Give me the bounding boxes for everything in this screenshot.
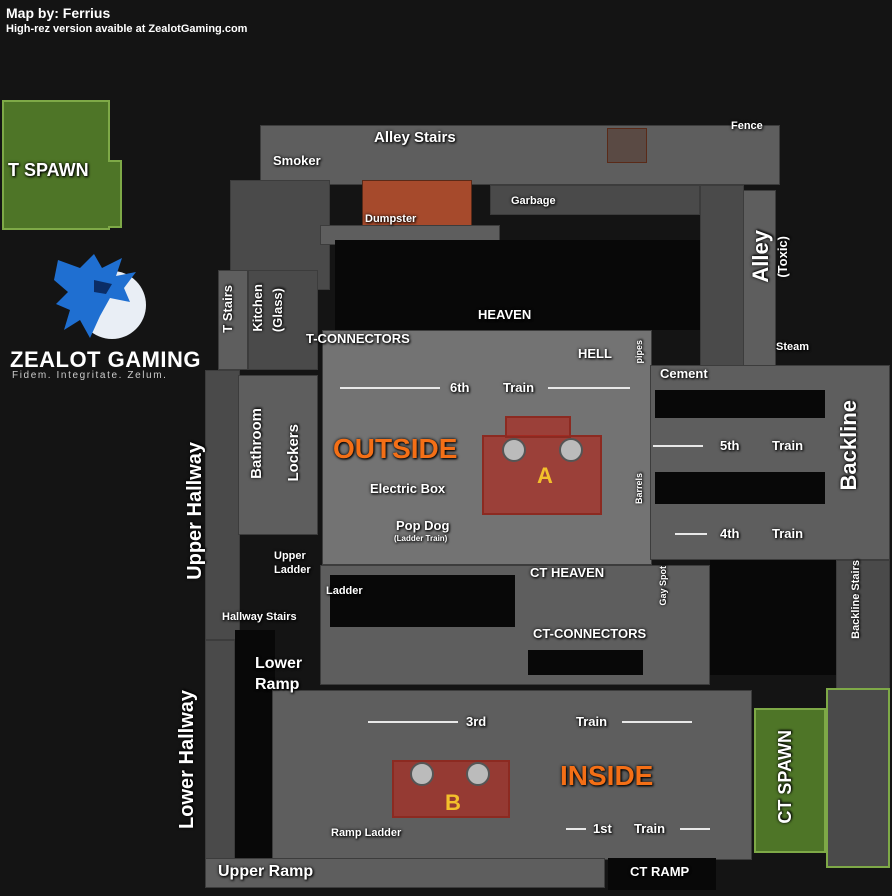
backline-label: Backline [836, 400, 861, 491]
train-5th-label: 5th [720, 438, 740, 453]
rail-line [680, 828, 710, 830]
rail-line [675, 533, 707, 535]
t-spawn-label: T SPAWN [8, 160, 89, 180]
rail-line [548, 387, 630, 389]
ct-spawn-extension [826, 688, 890, 868]
fence-label: Fence [731, 120, 763, 132]
kitchen-label: Kitchen [250, 284, 265, 332]
outside-label: OUTSIDE [333, 433, 458, 464]
t-connectors-label: T-CONNECTORS [306, 331, 410, 346]
site-a-letter: A [537, 463, 553, 488]
upper-hallway-column [205, 370, 240, 640]
train-5th-car [655, 472, 825, 504]
heaven-label: HEAVEN [478, 307, 532, 322]
cement-label: Cement [660, 366, 708, 381]
kitchen-area [248, 270, 318, 370]
electric-box-label: Electric Box [370, 481, 446, 496]
ladder-train-label: (Ladder Train) [394, 534, 448, 543]
brand-name: ZEALOT GAMING [10, 347, 202, 372]
lower-ramp-label-2: Ramp [255, 676, 300, 693]
ct-heaven-label: CT HEAVEN [530, 565, 605, 580]
bombsite-a-top [505, 416, 571, 438]
inside-area [272, 690, 752, 860]
ct-ramp-void [608, 858, 716, 890]
lower-ramp-label-1: Lower [255, 655, 303, 672]
ladder-label: Ladder [326, 585, 363, 597]
alley-stairs-label: Alley Stairs [374, 129, 456, 146]
upper-ramp-label: Upper Ramp [218, 863, 314, 880]
lower-hallway-column [205, 640, 235, 885]
pop-dog-label: Pop Dog [396, 518, 450, 533]
train-5th-word: Train [772, 438, 804, 453]
upper-ladder-label-1: Upper [274, 550, 306, 562]
train-4th-label: 4th [720, 526, 740, 541]
tank-icon [410, 762, 434, 786]
pipes-label: pipes [634, 340, 644, 364]
ct-spawn-zone [754, 708, 826, 853]
bathroom-label: Bathroom [248, 408, 265, 479]
train-6th-car [655, 390, 825, 418]
ct-heaven-void [330, 575, 515, 627]
lockers-label: Lockers [285, 424, 302, 482]
inside-label: INSIDE [560, 760, 654, 791]
glass-label: (Glass) [270, 288, 285, 333]
upper-ramp-area [205, 858, 605, 888]
train-3rd-word: Train [576, 714, 608, 729]
t-spawn-zone [2, 100, 110, 230]
dumpster-crate [362, 180, 472, 232]
train-6th-word: Train [503, 380, 535, 395]
hallway-stairs-label: Hallway Stairs [222, 611, 297, 623]
train-6th-label: 6th [450, 380, 470, 395]
dumpster-label: Dumpster [365, 213, 417, 225]
upper-hallway-label: Upper Hallway [184, 442, 206, 580]
brand-motto: Fidem. Integritate. Zelum. [12, 370, 168, 381]
rail-line [653, 445, 703, 447]
tank-icon [502, 438, 526, 462]
smoker-label: Smoker [273, 153, 321, 168]
rail-line [566, 828, 586, 830]
t-stairs-column [218, 270, 248, 370]
ct-spawn-label: CT SPAWN [775, 730, 795, 824]
site-b-letter: B [445, 790, 461, 815]
garbage-area [490, 185, 700, 215]
ct-ramp-label: CT RAMP [630, 864, 690, 879]
toxic-label: (Toxic) [775, 236, 790, 278]
train-3rd-label: 3rd [466, 714, 487, 729]
garbage-label: Garbage [511, 195, 556, 207]
fence-container [607, 128, 647, 163]
rail-line [622, 721, 692, 723]
ramp-ladder-label: Ramp Ladder [331, 827, 402, 839]
backline-stairs-label: Backline Stairs [850, 560, 862, 639]
rail-line [368, 721, 458, 723]
tank-icon [559, 438, 583, 462]
hell-label: HELL [578, 346, 612, 361]
t-stairs-label: T Stairs [220, 285, 235, 333]
ct-connectors-label: CT-CONNECTORS [533, 626, 647, 641]
tank-icon [466, 762, 490, 786]
backline-void [710, 560, 836, 675]
map-credit: Map by: Ferrius [6, 5, 111, 21]
bathroom-lockers-area [238, 375, 318, 535]
rail-line [340, 387, 440, 389]
alley-wall [700, 185, 744, 370]
wolf-head-logo-icon [50, 250, 150, 345]
upper-ladder-label-2: Ladder [274, 564, 311, 576]
ct-connectors-box [528, 650, 643, 675]
barrels-label: Barrels [634, 473, 644, 505]
alley-label: Alley [748, 230, 773, 283]
heaven-void [335, 240, 700, 330]
gay-spot-label: Gay Spot [658, 566, 668, 606]
train-1st-label: 1st [593, 821, 612, 836]
lower-hallway-label: Lower Hallway [176, 690, 198, 829]
train-4th-word: Train [772, 526, 804, 541]
lower-ramp-void [235, 630, 275, 870]
t-spawn-extension [108, 160, 122, 228]
backline-stairs-area [836, 560, 890, 690]
hires-note: High-rez version avaible at ZealotGaming… [6, 23, 248, 35]
steam-label: Steam [776, 341, 810, 353]
train-1st-word: Train [634, 821, 666, 836]
alley-stairs-area [260, 125, 780, 185]
